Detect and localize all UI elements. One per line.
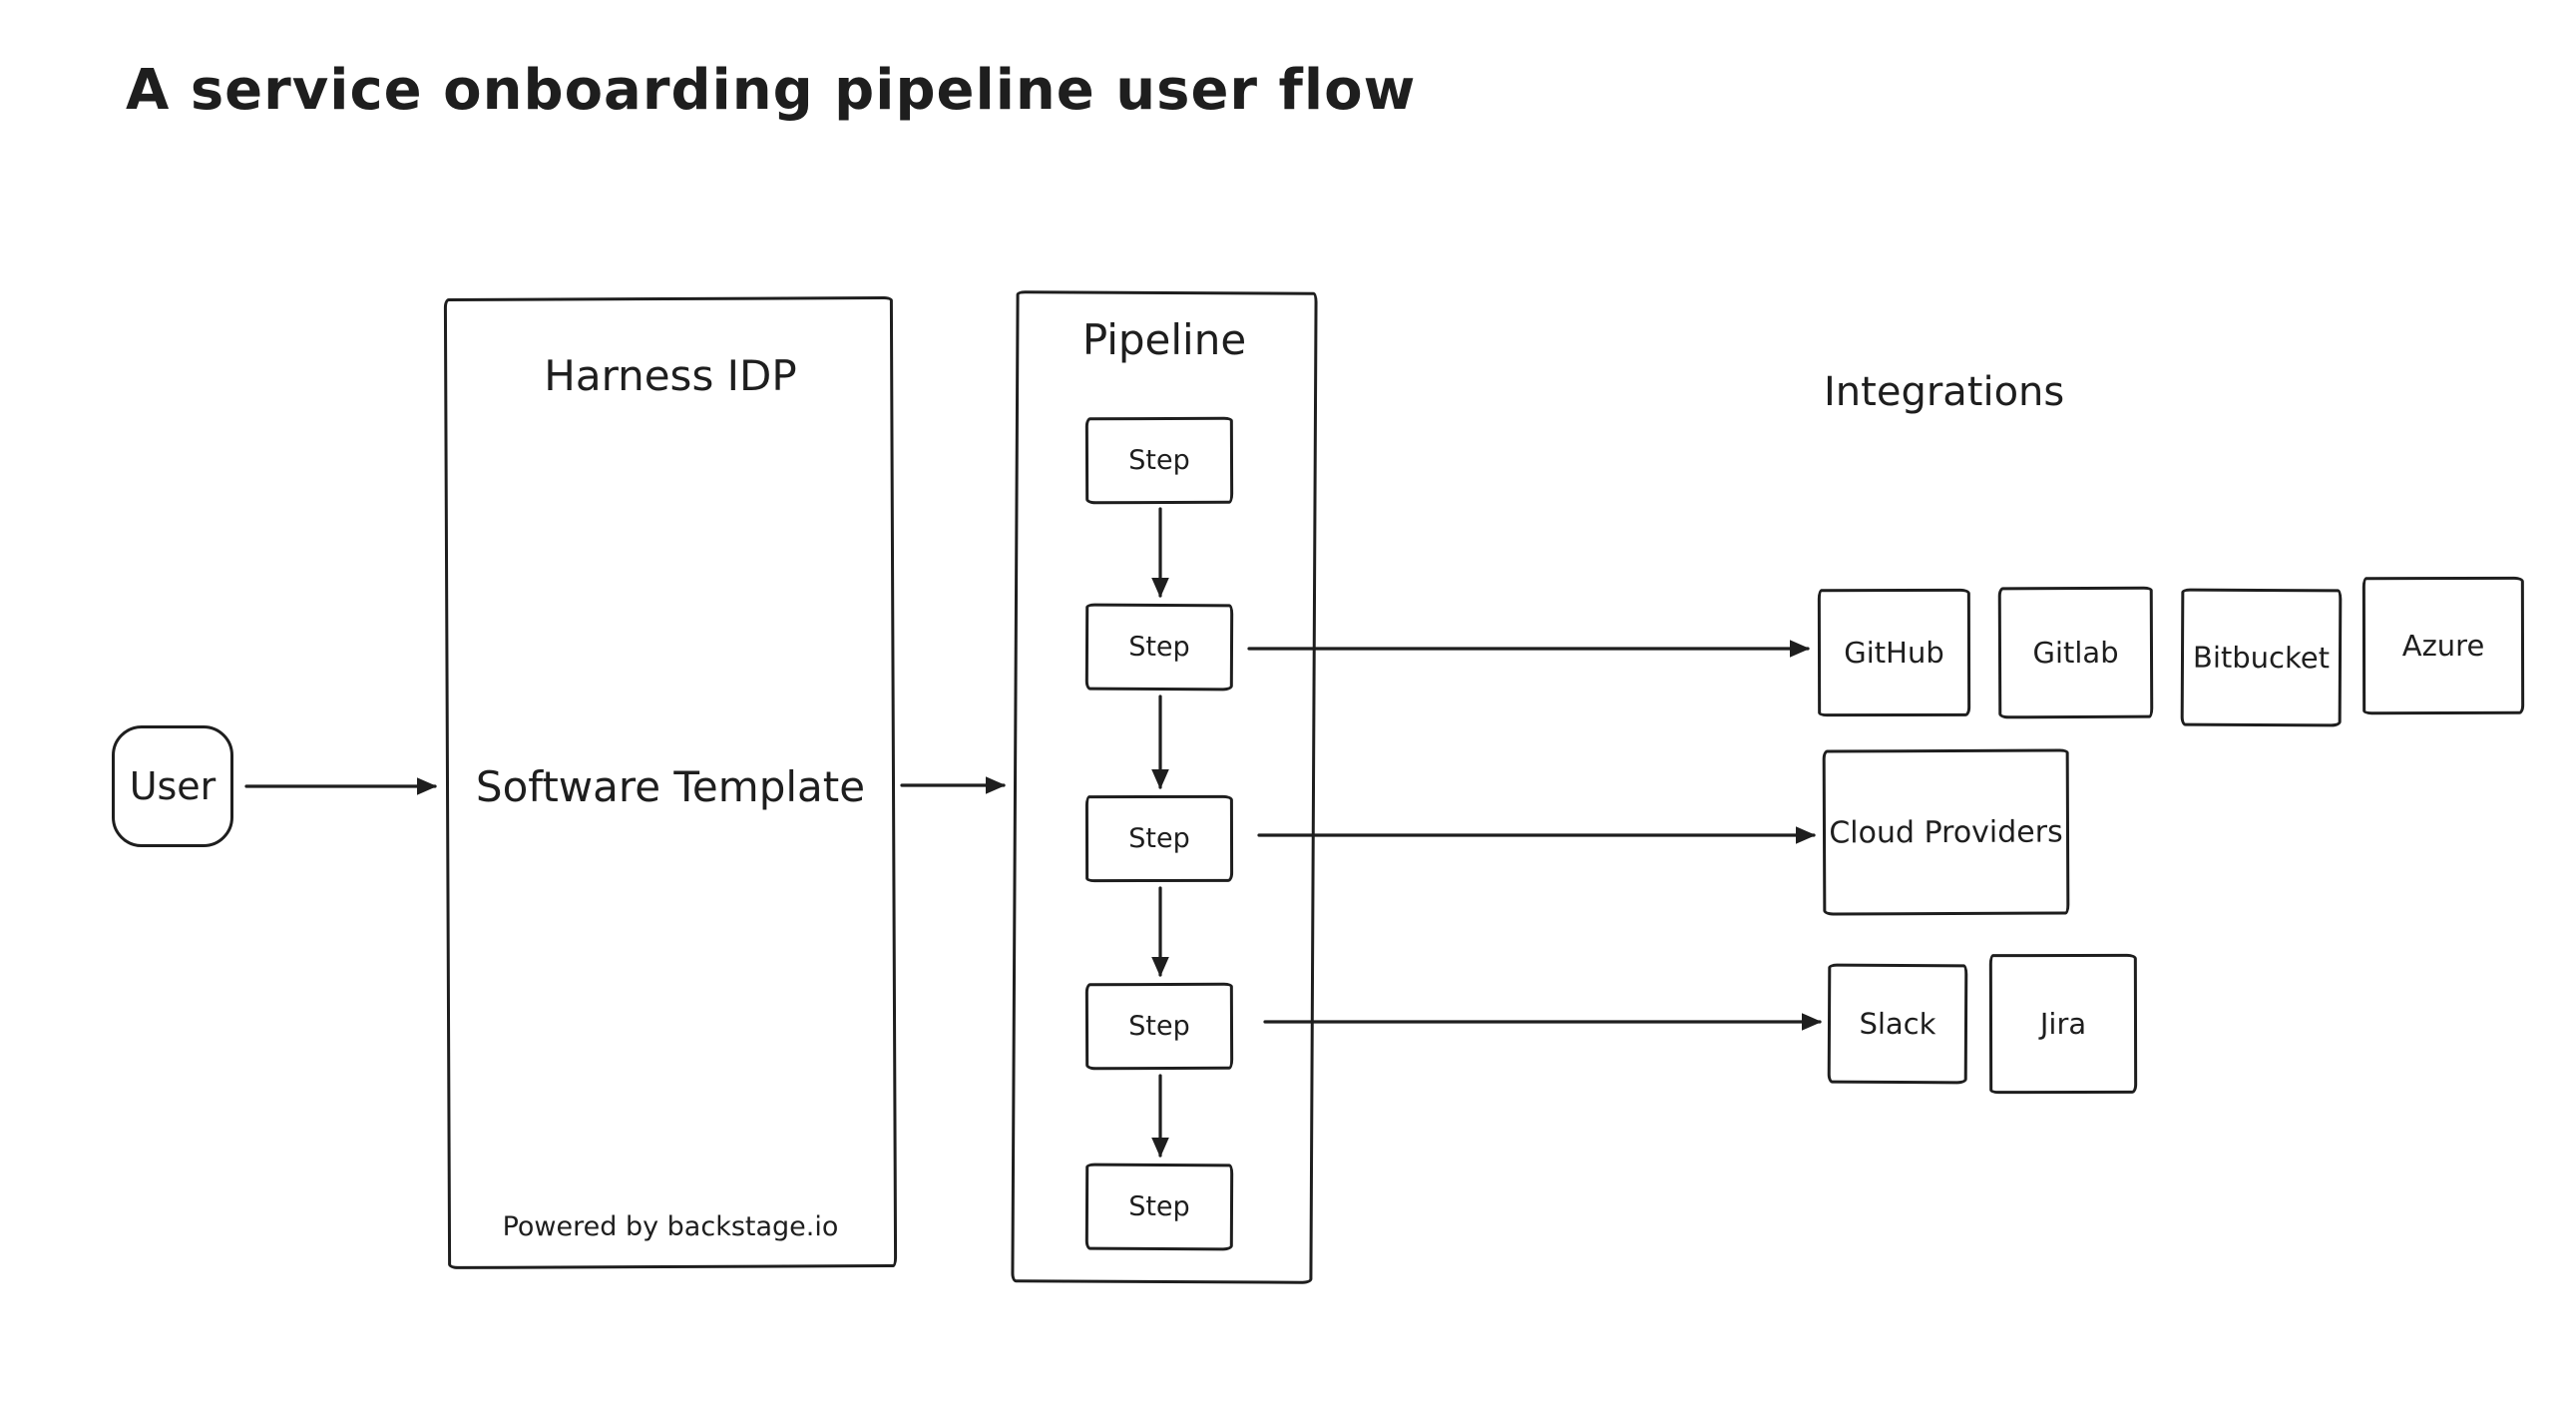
harness-idp-title: Harness IDP: [544, 351, 797, 400]
integrations-title: Integrations: [1824, 369, 2065, 415]
node-cloud-providers: Cloud Providers: [1822, 748, 2070, 916]
slack-label: Slack: [1859, 1006, 1936, 1042]
node-gitlab: Gitlab: [1997, 586, 2154, 719]
step-1-label: Step: [1128, 444, 1190, 477]
step-3-label: Step: [1128, 822, 1190, 855]
node-step-2: Step: [1084, 603, 1234, 692]
node-bitbucket: Bitbucket: [2180, 588, 2343, 727]
node-slack: Slack: [1827, 963, 1968, 1085]
github-label: GitHub: [1844, 635, 1944, 671]
diagram-title: A service onboarding pipeline user flow: [126, 58, 1417, 123]
node-step-1: Step: [1084, 416, 1234, 505]
node-user: User: [112, 725, 233, 847]
azure-label: Azure: [2401, 628, 2485, 664]
node-azure: Azure: [2361, 576, 2525, 715]
node-github: GitHub: [1817, 588, 1971, 717]
cloud-providers-label: Cloud Providers: [1829, 813, 2063, 851]
step-2-label: Step: [1128, 631, 1190, 664]
software-template-label: Software Template: [475, 762, 866, 811]
gitlab-label: Gitlab: [2032, 635, 2119, 671]
pipeline-title: Pipeline: [1081, 315, 1247, 364]
node-jira: Jira: [1988, 953, 2138, 1095]
node-step-3: Step: [1084, 794, 1234, 883]
powered-by-label: Powered by backstage.io: [502, 1211, 839, 1242]
node-step-4: Step: [1084, 982, 1234, 1071]
jira-label: Jira: [2039, 1006, 2087, 1042]
node-step-5: Step: [1084, 1163, 1234, 1251]
step-4-label: Step: [1128, 1010, 1190, 1043]
node-user-label: User: [129, 764, 216, 808]
bitbucket-label: Bitbucket: [2192, 640, 2331, 676]
step-5-label: Step: [1128, 1190, 1190, 1223]
